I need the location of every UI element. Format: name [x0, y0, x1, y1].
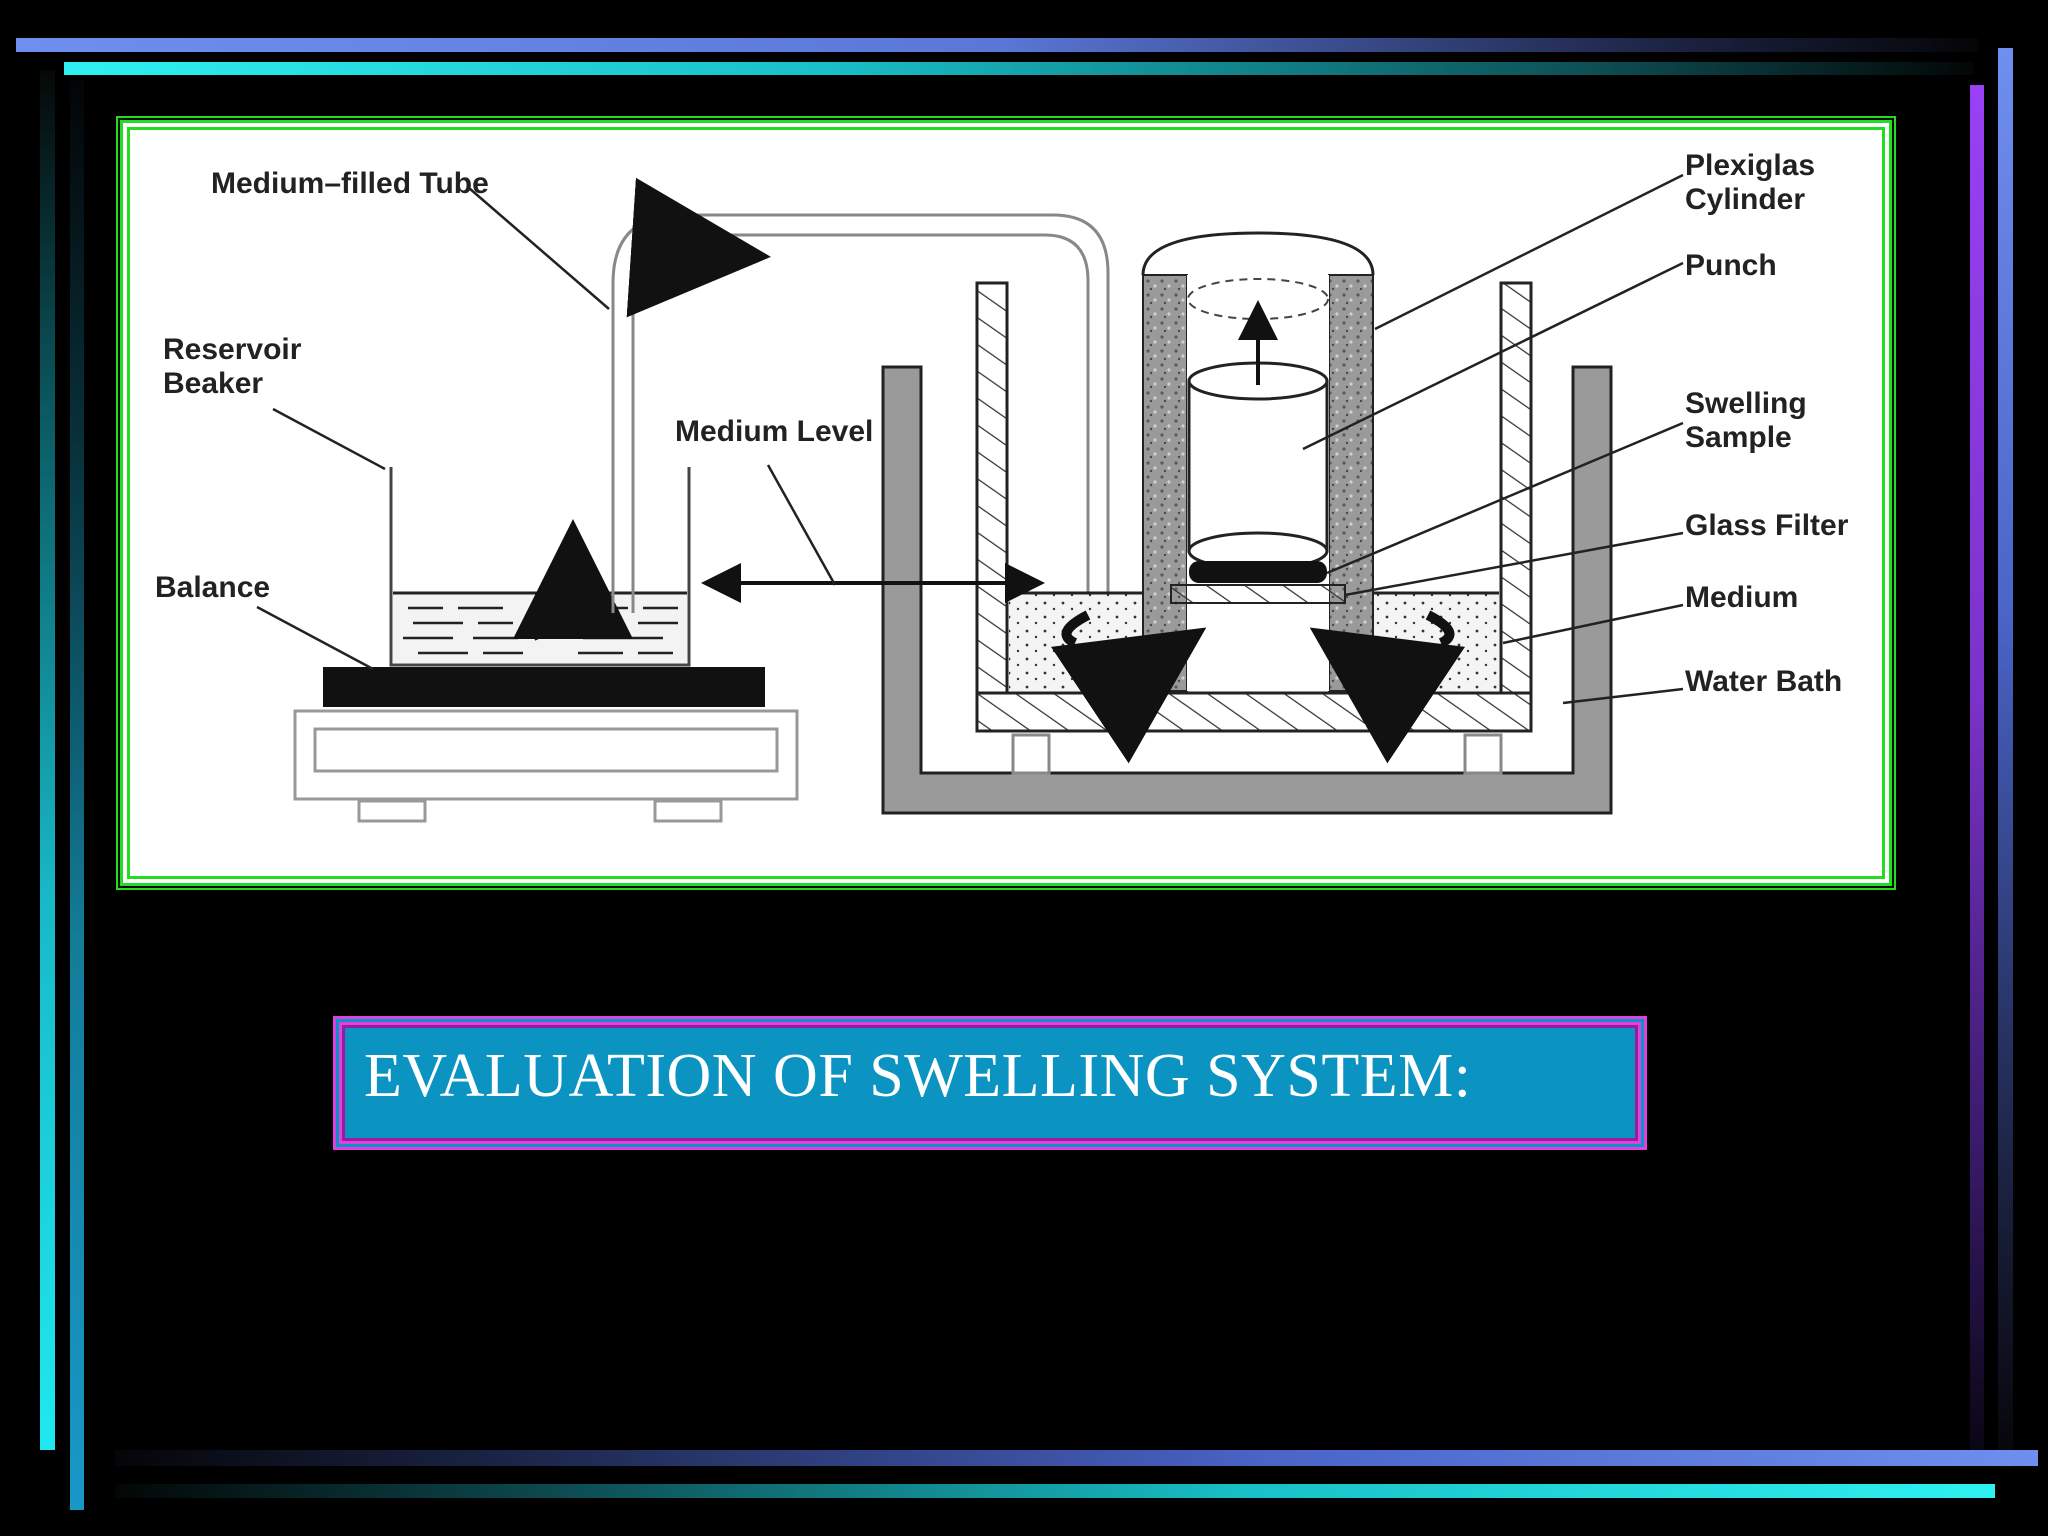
- glass-filter: [1170, 584, 1346, 604]
- label-medium-level: Medium Level: [675, 415, 873, 448]
- flow-arrows: [1050, 610, 1466, 764]
- swelling-sample: [1189, 561, 1327, 583]
- reservoir-beaker: [389, 467, 691, 667]
- decorative-bar-left-inner: [70, 80, 84, 1510]
- decorative-bar-left: [40, 70, 55, 1450]
- label-reservoir-beaker-line1: Reservoir: [163, 333, 302, 366]
- decorative-bar-right: [1998, 48, 2013, 1468]
- leader-lines: [256, 173, 1684, 705]
- slide-title: EVALUATION OF SWELLING SYSTEM:: [364, 1042, 1472, 1110]
- label-punch: Punch: [1685, 249, 1777, 282]
- label-water-bath: Water Bath: [1685, 665, 1842, 698]
- label-swelling-line1: Swelling: [1685, 387, 1807, 420]
- label-medium-filled-tube: Medium–filled Tube: [211, 167, 489, 200]
- apparatus-drawing: Medium–filled Tube Reservoir Beaker Bala…: [155, 149, 1849, 823]
- decorative-bar-right-inner: [1970, 85, 1984, 1450]
- decorative-bar-bottom: [115, 1450, 2038, 1466]
- decorative-bar-top-inner: [64, 62, 1974, 75]
- label-balance: Balance: [155, 571, 270, 604]
- decorative-bar-top: [16, 38, 1978, 52]
- swelling-apparatus-diagram: Medium–filled Tube Reservoir Beaker Bala…: [120, 120, 1892, 886]
- slide-title-box: EVALUATION OF SWELLING SYSTEM:: [333, 1016, 1647, 1150]
- decorative-bar-bottom-inner: [115, 1484, 1995, 1498]
- label-plexiglas-line2: Cylinder: [1685, 183, 1805, 216]
- label-swelling-line2: Sample: [1685, 421, 1792, 454]
- label-plexiglas-line1: Plexiglas: [1685, 149, 1815, 182]
- label-reservoir-beaker-line2: Beaker: [163, 367, 263, 400]
- medium-filled-tube: [611, 177, 1110, 613]
- balance-scale: [293, 667, 799, 823]
- label-glass-filter: Glass Filter: [1685, 509, 1849, 542]
- punch: [1187, 300, 1329, 571]
- water-bath: [881, 365, 1613, 815]
- label-medium: Medium: [1685, 581, 1798, 614]
